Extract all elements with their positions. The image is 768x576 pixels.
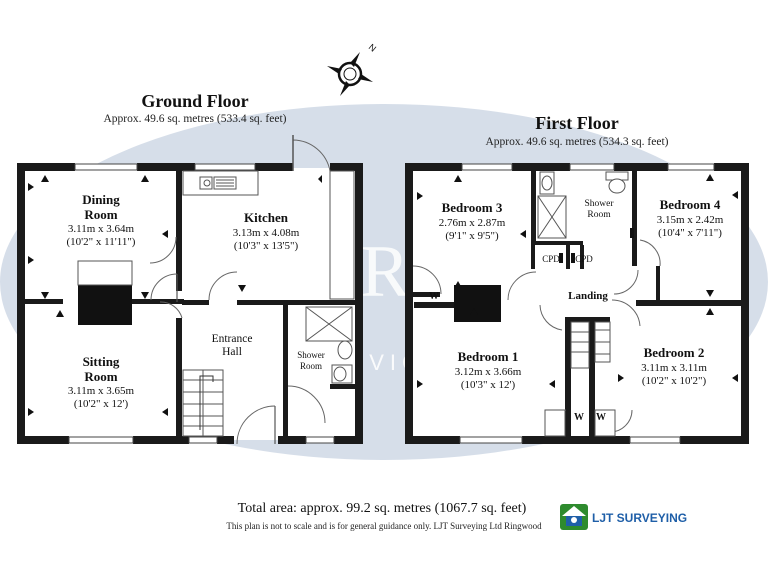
bedroom-2-imperial: (10'2" x 10'2") — [642, 375, 707, 387]
ljt-surveying-logo: LJT Surveying — [560, 504, 687, 530]
dining-room-imperial: (10'2" x 11'11") — [67, 236, 136, 248]
ff-shower-room-label: Shower — [584, 199, 614, 209]
disclaimer: This plan is not to scale and is for gen… — [226, 521, 542, 531]
bedroom-2-label: Bedroom 2 — [644, 345, 705, 360]
bedroom-3-label: Bedroom 3 — [442, 200, 503, 215]
sitting-room-imperial: (10'2" x 12') — [74, 398, 129, 410]
gf-shower-room-label: Shower — [297, 350, 325, 360]
landing-label: Landing — [568, 290, 608, 302]
cupboard-1-label: CPD — [542, 254, 560, 264]
sitting-room-metric: 3.11m x 3.65m — [68, 385, 135, 397]
sitting-room-label-2: Room — [84, 369, 117, 384]
dining-room-metric: 3.11m x 3.64m — [68, 223, 135, 235]
ground-floor-title: Ground Floor — [141, 91, 248, 111]
kitchen-imperial: (10'3" x 13'5") — [234, 240, 299, 252]
bedroom-4-label: Bedroom 4 — [660, 197, 721, 212]
first-floor-area: Approx. 49.6 sq. metres (534.3 sq. feet) — [485, 136, 668, 148]
total-area: Total area: approx. 99.2 sq. metres (106… — [238, 501, 527, 516]
ground-floor-area: Approx. 49.6 sq. metres (533.4 sq. feet) — [103, 113, 286, 125]
compass-north-label: N — [367, 42, 378, 54]
sitting-room-label: Sitting — [83, 354, 120, 369]
wardrobe-2-label: W — [574, 412, 584, 423]
wardrobe-3-label: W — [596, 412, 606, 423]
ff-shower-room-label-2: Room — [587, 210, 611, 220]
logo-text: LJT Surveying — [592, 511, 687, 525]
entrance-hall-label: Entrance — [212, 333, 253, 345]
gf-shower-room-label-2: Room — [300, 361, 322, 371]
kitchen-metric: 3.13m x 4.08m — [233, 227, 300, 239]
dining-room-label-2: Room — [84, 207, 117, 222]
bedroom-1-imperial: (10'3" x 12') — [461, 379, 516, 391]
compass-icon: N — [327, 42, 378, 96]
bedroom-2-metric: 3.11m x 3.11m — [641, 362, 707, 374]
bedroom-4-imperial: (10'4" x 7'11") — [658, 227, 722, 239]
first-floor-plan: Bedroom 3 2.76m x 2.87m (9'1" x 9'5") Sh… — [405, 163, 749, 444]
bedroom-1-label: Bedroom 1 — [458, 349, 519, 364]
wardrobe-1-label: W — [429, 291, 439, 302]
cupboard-2-label: CPD — [575, 254, 593, 264]
dining-room-label: Dining — [82, 192, 120, 207]
ground-floor-plan: Dining Room 3.11m x 3.64m (10'2" x 11'11… — [17, 135, 363, 445]
bedroom-3-imperial: (9'1" x 9'5") — [445, 230, 499, 242]
house-logo-icon — [560, 504, 588, 530]
kitchen-label: Kitchen — [244, 210, 289, 225]
bedroom-1-metric: 3.12m x 3.66m — [455, 366, 522, 378]
first-floor-title: First Floor — [535, 113, 618, 133]
entrance-hall-label-2: Hall — [222, 346, 242, 358]
bedroom-4-metric: 3.15m x 2.42m — [657, 214, 724, 226]
bedroom-3-metric: 2.76m x 2.87m — [439, 217, 506, 229]
